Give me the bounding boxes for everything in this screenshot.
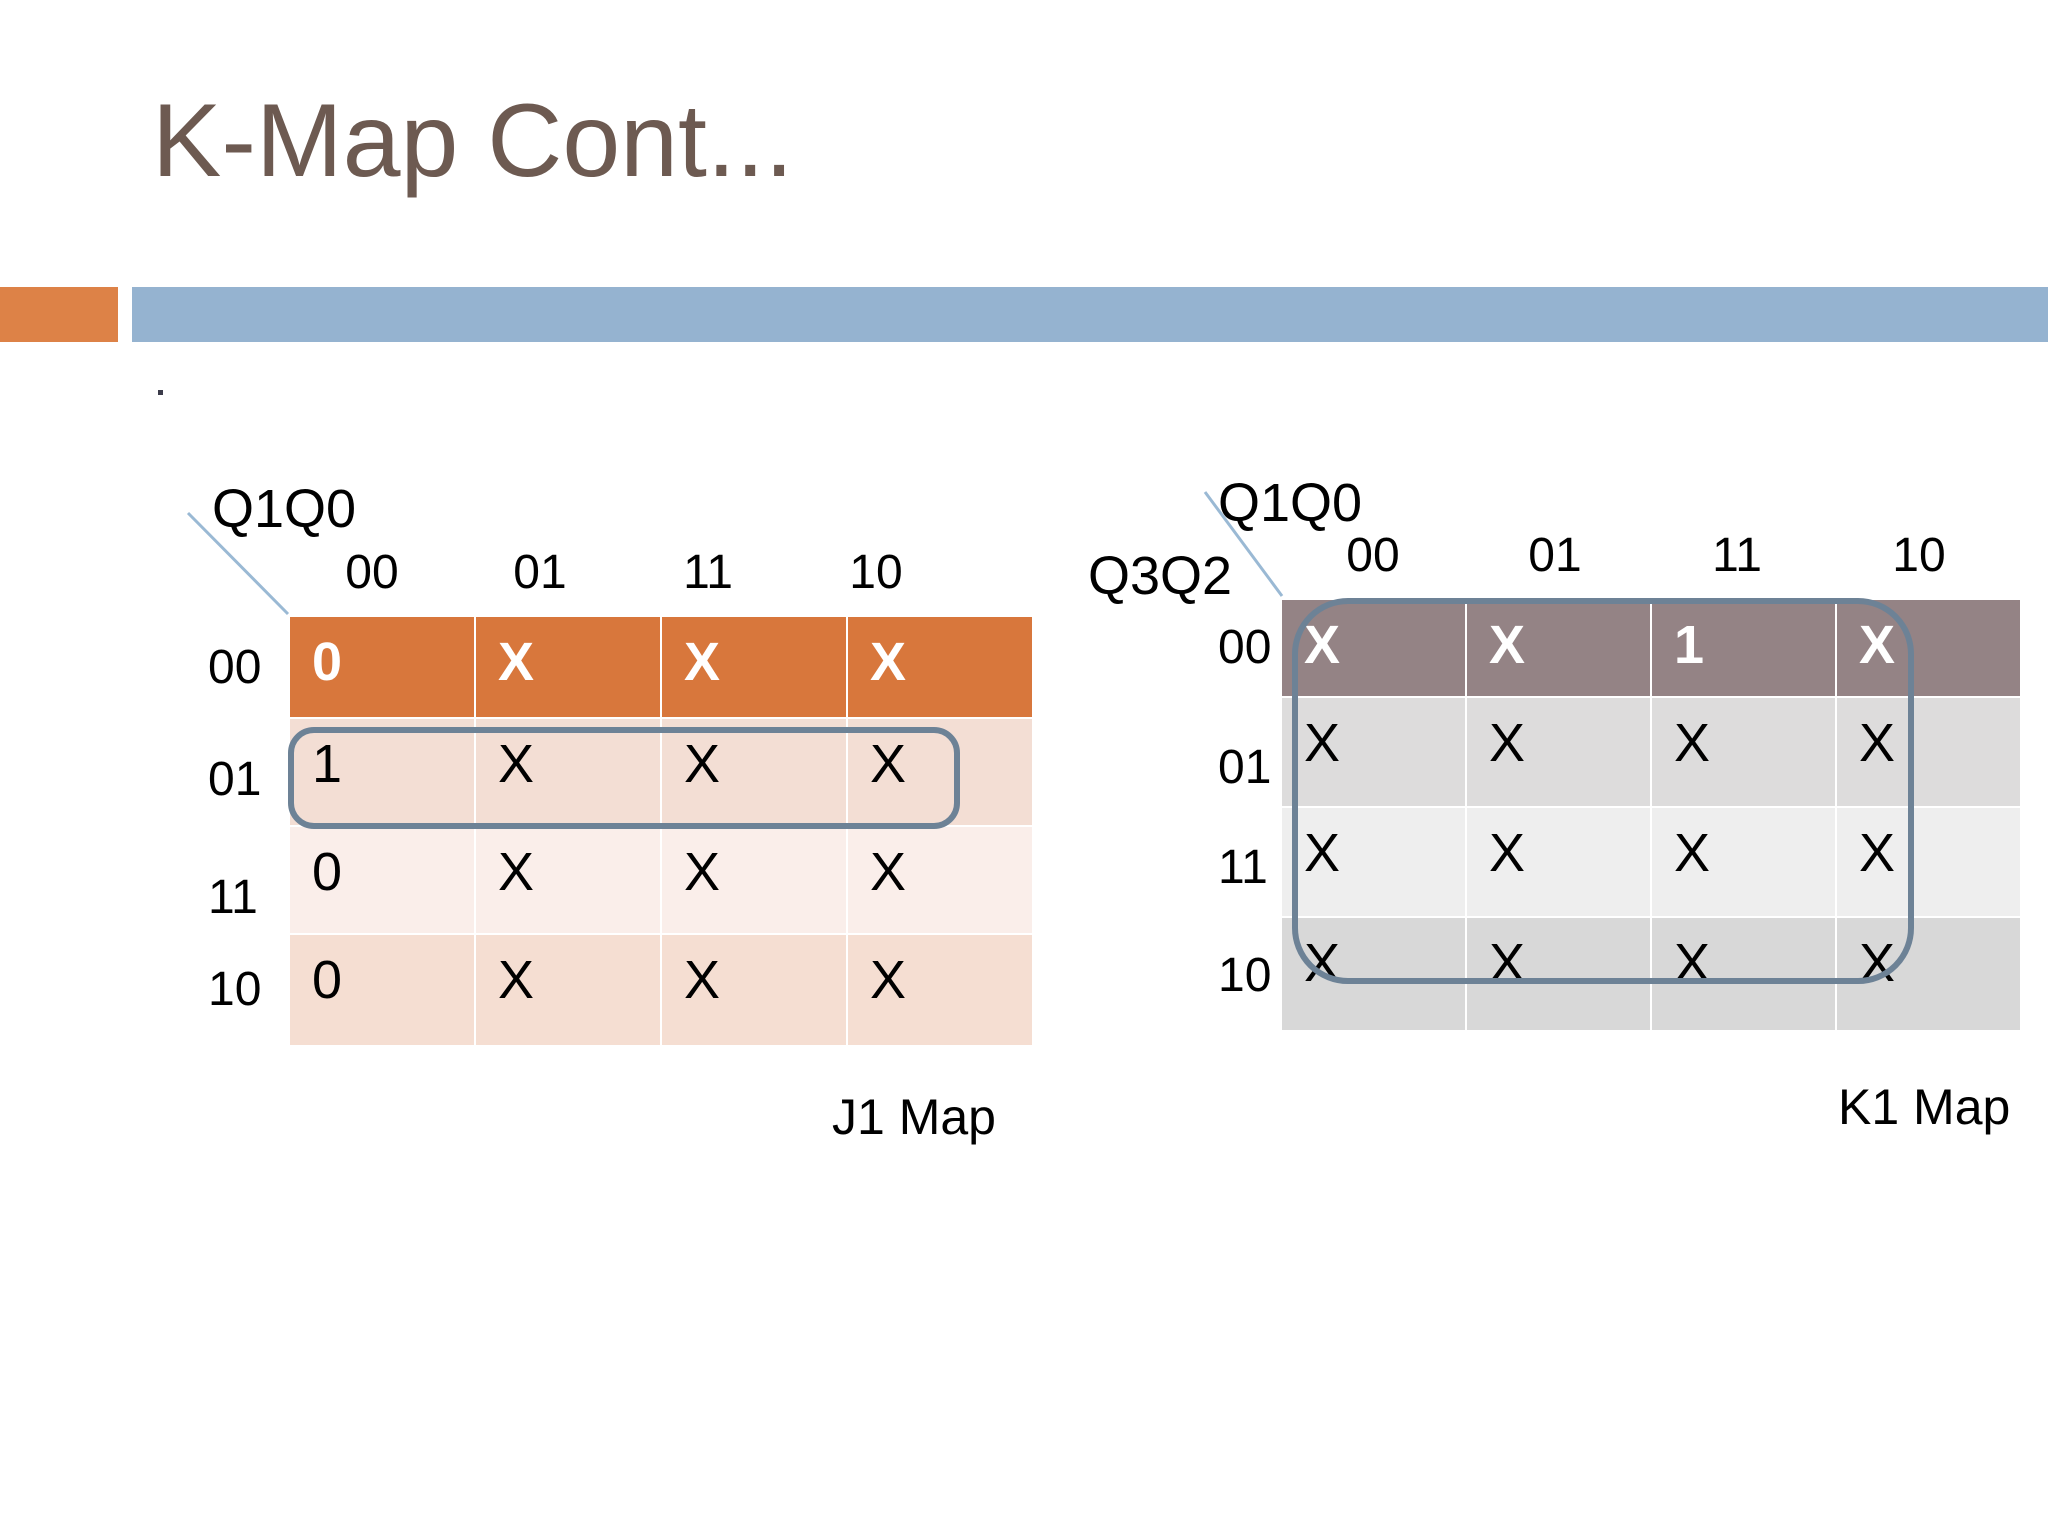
j1-row-header-1: 01 (208, 753, 262, 806)
k1-row-11: X X X X (1280, 806, 2022, 918)
k1-cell-3-0[interactable]: X (1280, 916, 1467, 1032)
accent-bar-orange (0, 287, 118, 342)
j1-cell-0-1[interactable]: X (474, 615, 662, 719)
body-placeholder-bullet (158, 390, 163, 395)
j1-cell-2-0[interactable]: 0 (288, 825, 476, 935)
j1-cell-1-1[interactable]: X (474, 717, 662, 827)
k1-cell-0-0[interactable]: X (1280, 598, 1467, 698)
accent-bar-blue (132, 287, 2048, 342)
j1-cell-3-3[interactable]: X (846, 933, 1034, 1047)
k1-cell-value-0-0: X (1304, 615, 1341, 675)
k1-cell-3-1[interactable]: X (1465, 916, 1652, 1032)
j1-row-header-2: 11 (208, 871, 258, 924)
j1-cell-value-2-0: 0 (312, 842, 343, 902)
j1-row-00: 0 X X X (288, 615, 1034, 719)
k1-cell-3-3[interactable]: X (1835, 916, 2022, 1032)
j1-cell-value-3-3: X (870, 950, 907, 1010)
j1-cell-1-3[interactable]: X (846, 717, 1034, 827)
k1-cell-value-2-0: X (1304, 823, 1341, 883)
j1-cell-1-2[interactable]: X (660, 717, 848, 827)
k1-cell-value-1-0: X (1304, 713, 1341, 773)
j1-cell-value-3-2: X (684, 950, 721, 1010)
k1-col-header-2: 11 (1712, 529, 1762, 582)
k1-cell-value-0-3: X (1859, 615, 1896, 675)
k1-cell-2-2[interactable]: X (1650, 806, 1837, 918)
j1-cell-value-1-0: 1 (312, 734, 343, 794)
j1-cell-value-0-3: X (870, 632, 907, 692)
k1-cell-value-0-2: 1 (1674, 615, 1705, 675)
k1-cell-value-3-3: X (1859, 933, 1896, 993)
k1-cell-2-1[interactable]: X (1465, 806, 1652, 918)
j1-cell-value-3-1: X (498, 950, 535, 1010)
k1-cell-value-3-1: X (1489, 933, 1526, 993)
j1-cell-value-2-3: X (870, 842, 907, 902)
k1-cell-value-1-3: X (1859, 713, 1896, 773)
j1-cell-value-1-1: X (498, 734, 535, 794)
k1-map-caption: K1 Map (1838, 1079, 2011, 1135)
j1-cell-0-3[interactable]: X (846, 615, 1034, 719)
j1-col-header-3: 10 (849, 546, 903, 599)
j1-cell-value-1-2: X (684, 734, 721, 794)
j1-cell-value-2-1: X (498, 842, 535, 902)
k1-column-axis-label: Q1Q0 (1218, 473, 1363, 533)
j1-cell-3-0[interactable]: 0 (288, 933, 476, 1047)
j1-cell-value-0-2: X (684, 632, 721, 692)
j1-row-11: 0 X X X (288, 825, 1034, 935)
j1-row-header-3: 10 (208, 963, 262, 1016)
j1-col-header-0: 00 (345, 546, 399, 599)
k1-col-header-0: 00 (1346, 529, 1400, 582)
j1-col-header-1: 01 (513, 546, 567, 599)
k1-cell-3-2[interactable]: X (1650, 916, 1837, 1032)
j1-cell-3-2[interactable]: X (660, 933, 848, 1047)
k1-cell-value-3-2: X (1674, 933, 1711, 993)
k1-cell-0-1[interactable]: X (1465, 598, 1652, 698)
k1-cell-0-2[interactable]: 1 (1650, 598, 1837, 698)
k1-row-01: X X X X (1280, 696, 2022, 808)
k1-cell-1-2[interactable]: X (1650, 696, 1837, 808)
page-title: K-Map Cont... (152, 83, 794, 199)
j1-cell-value-2-2: X (684, 842, 721, 902)
j1-cell-value-0-1: X (498, 632, 535, 692)
k1-row-axis-label: Q3Q2 (1088, 546, 1233, 606)
j1-cell-3-1[interactable]: X (474, 933, 662, 1047)
j1-row-header-0: 00 (208, 641, 262, 694)
k1-cell-value-1-1: X (1489, 713, 1526, 773)
k1-cell-value-3-0: X (1304, 933, 1341, 993)
j1-cell-2-1[interactable]: X (474, 825, 662, 935)
k1-cell-0-3[interactable]: X (1835, 598, 2022, 698)
k1-cell-value-2-2: X (1674, 823, 1711, 883)
k1-cell-value-2-1: X (1489, 823, 1526, 883)
k1-row-header-1: 01 (1218, 741, 1272, 794)
k1-cell-1-0[interactable]: X (1280, 696, 1467, 808)
k1-cell-2-3[interactable]: X (1835, 806, 2022, 918)
k1-cell-value-1-2: X (1674, 713, 1711, 773)
j1-cell-value-3-0: 0 (312, 950, 343, 1010)
k1-cell-value-2-3: X (1859, 823, 1896, 883)
k1-row-header-2: 11 (1218, 841, 1268, 894)
k1-cell-1-3[interactable]: X (1835, 696, 2022, 808)
k1-col-header-3: 10 (1892, 529, 1946, 582)
k1-cell-value-0-1: X (1489, 615, 1526, 675)
k1-row-10: X X X X (1280, 916, 2022, 1032)
j1-map-caption: J1 Map (832, 1089, 996, 1145)
j1-cell-0-2[interactable]: X (660, 615, 848, 719)
j1-col-header-2: 11 (683, 546, 733, 599)
k1-row-header-3: 10 (1218, 949, 1272, 1002)
k1-grid: X X 1 X X X X X X X X X X X X X (1280, 598, 2022, 1032)
k1-cell-2-0[interactable]: X (1280, 806, 1467, 918)
k1-cell-1-1[interactable]: X (1465, 696, 1652, 808)
j1-cell-1-0[interactable]: 1 (288, 717, 476, 827)
j1-grid: 0 X X X 1 X X X 0 X X X 0 X X X (288, 615, 1034, 1047)
j1-cell-2-2[interactable]: X (660, 825, 848, 935)
j1-cell-value-0-0: 0 (312, 632, 343, 692)
j1-row-10: 0 X X X (288, 933, 1034, 1047)
j1-column-axis-label: Q1Q0 (212, 479, 357, 539)
j1-row-01: 1 X X X (288, 717, 1034, 827)
j1-cell-value-1-3: X (870, 734, 907, 794)
k1-col-header-1: 01 (1528, 529, 1582, 582)
k1-row-header-0: 00 (1218, 621, 1272, 674)
j1-cell-0-0[interactable]: 0 (288, 615, 476, 719)
k1-row-00: X X 1 X (1280, 598, 2022, 698)
j1-cell-2-3[interactable]: X (846, 825, 1034, 935)
